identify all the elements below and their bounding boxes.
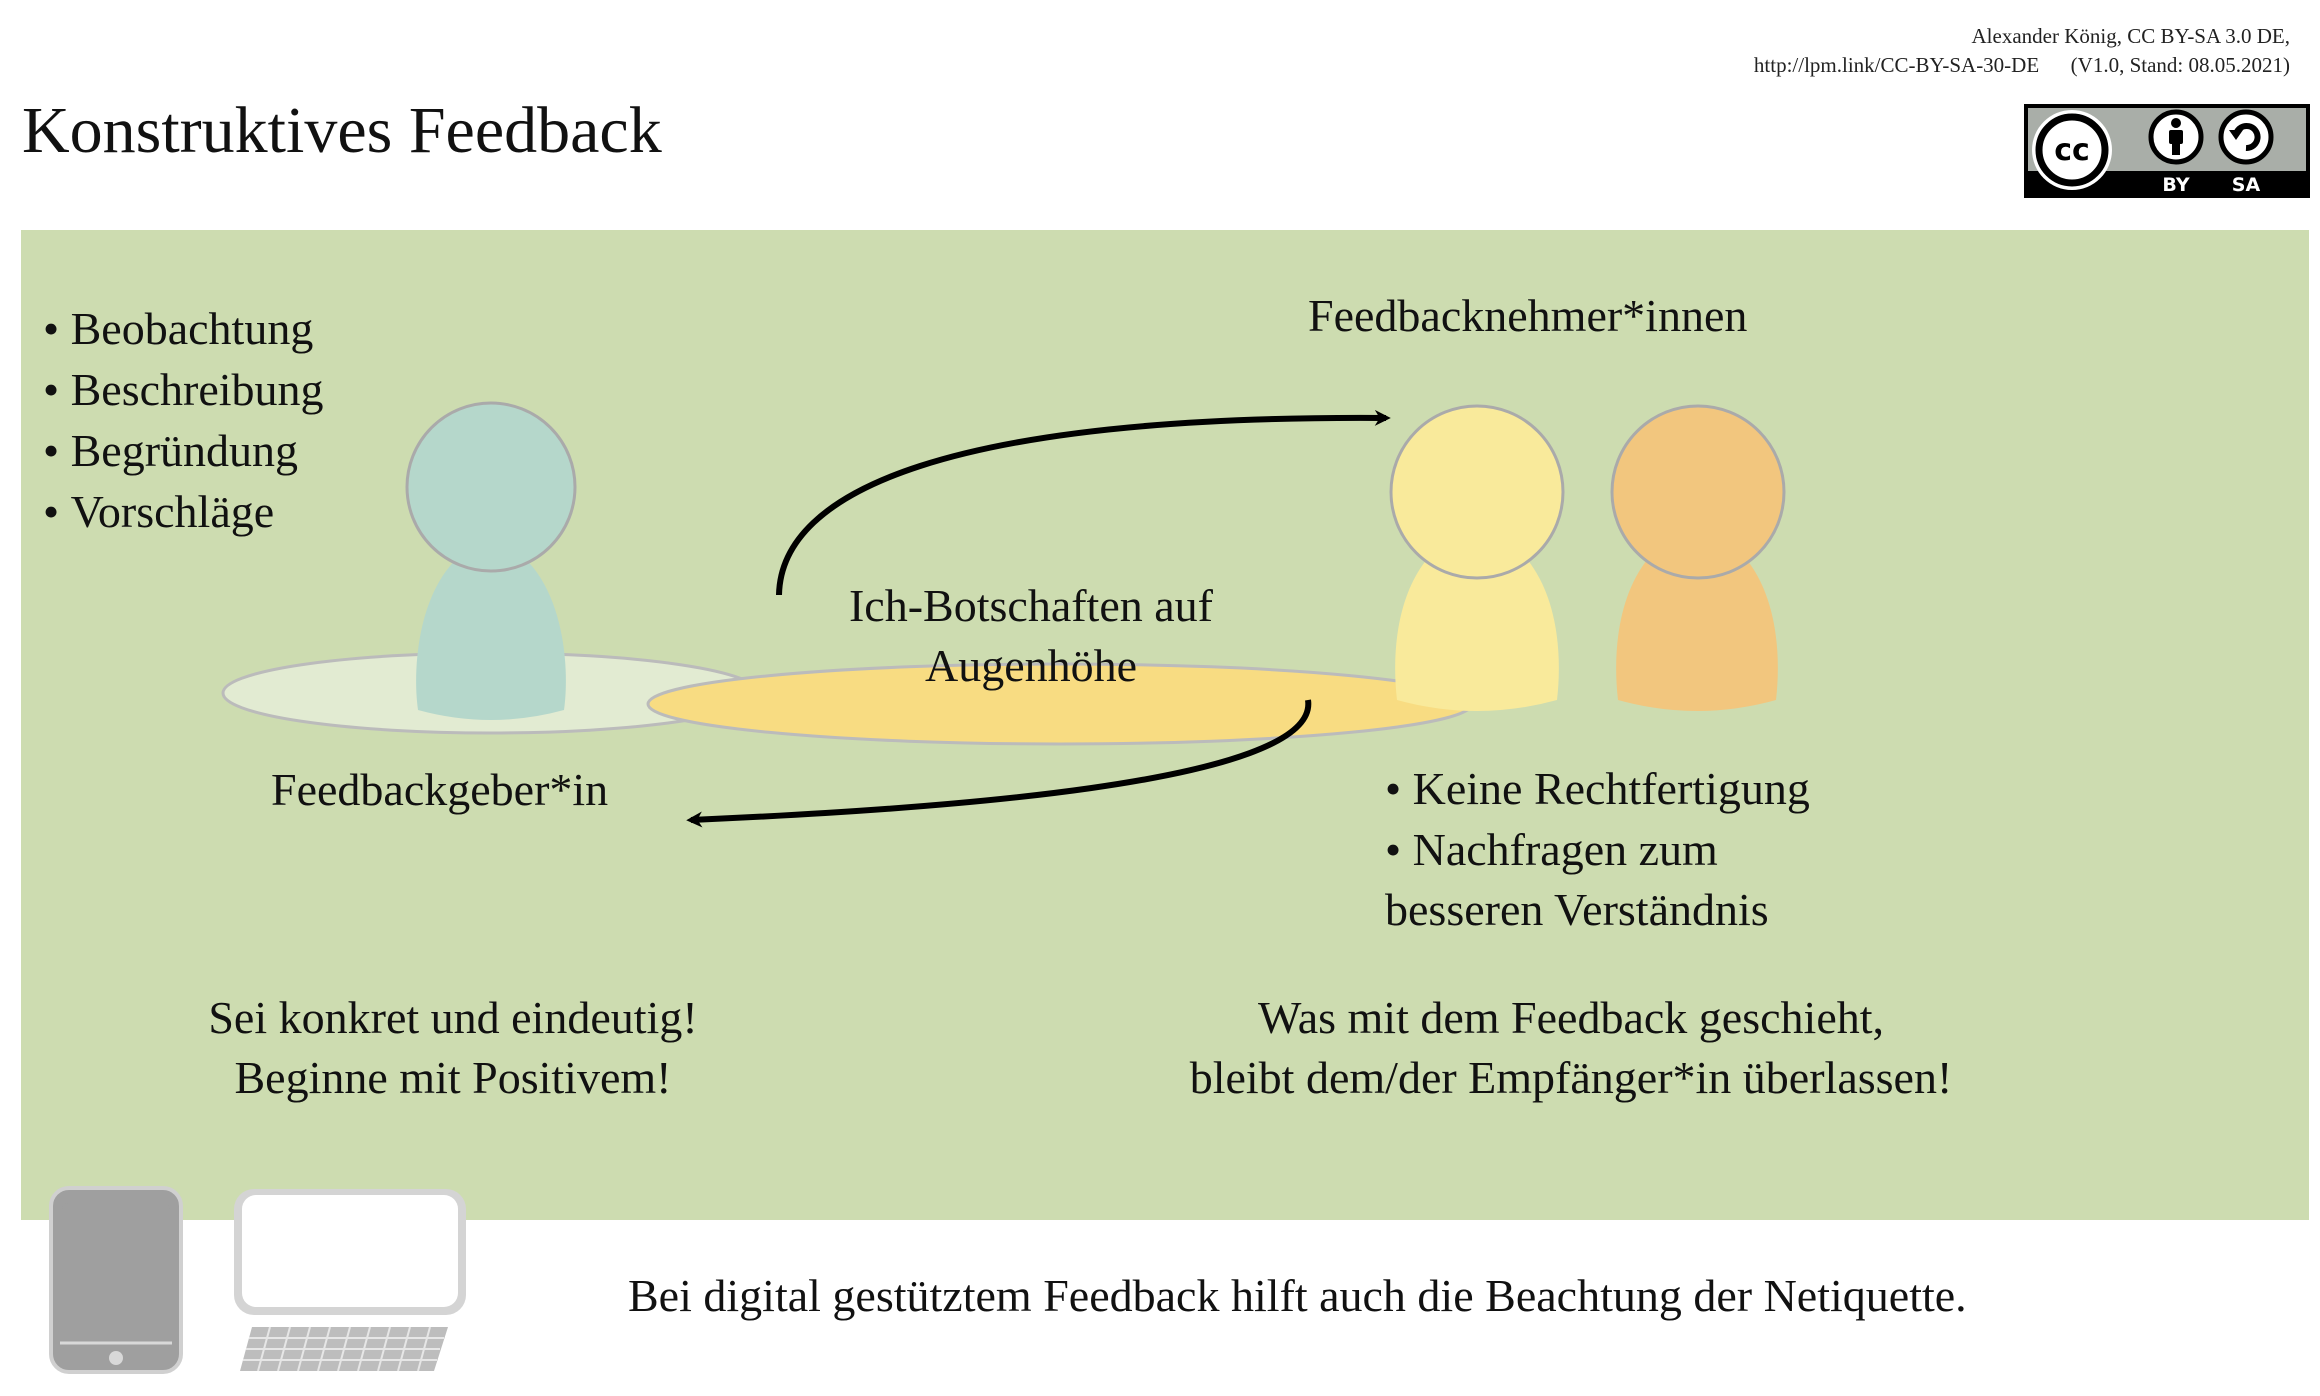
credit-line-2: http://lpm.link/CC-BY-SA-30-DE (V1.0, St… (1753, 53, 2290, 77)
badge-sa-label: SA (2232, 174, 2261, 196)
receiver-tip-continuation: besseren Verständnis (1385, 884, 1769, 935)
receiver-tips-list: Keine Rechtfertigung Nachfragen zum (1385, 758, 1810, 880)
license-credit: Alexander König, CC BY-SA 3.0 DE, http:/… (1590, 22, 2290, 80)
receivers-advice: Was mit dem Feedback geschieht, bleibt d… (1071, 988, 2071, 1108)
receiver-2-head (1610, 404, 1786, 580)
sa-share-alike-icon (2218, 109, 2274, 165)
receivers-advice-line-1: Was mit dem Feedback geschieht, (1257, 992, 1885, 1043)
receiver-tips: Keine Rechtfertigung Nachfragen zum bess… (1385, 758, 1810, 940)
giver-tip-item: Vorschläge (43, 481, 324, 542)
by-person-icon (2148, 109, 2204, 165)
giver-tip-item: Beobachtung (43, 298, 324, 359)
giver-body (416, 538, 566, 720)
receiver-1-head (1389, 404, 1565, 580)
receivers-advice-line-2: bleibt dem/der Empfänger*in überlassen! (1189, 1052, 1953, 1103)
receivers-figure (646, 404, 1786, 746)
arrow-to-receivers (776, 409, 1391, 596)
laptop-icon (234, 1189, 466, 1372)
giver-label: Feedbackgeber*in (271, 764, 609, 815)
giver-advice: Sei konkret und eindeutig! Beginne mit P… (113, 988, 793, 1108)
center-label: Ich-Botschaften auf Augenhöhe (781, 576, 1281, 696)
feedback-diagram-panel: Beobachtung Beschreibung Begründung Vors… (21, 230, 2309, 1220)
receiver-tip-item: Nachfragen zum (1385, 819, 1810, 880)
cc-by-sa-badge: cc BY SA (2024, 104, 2310, 198)
center-label-line-2: Augenhöhe (924, 640, 1138, 691)
giver-tip-item: Beschreibung (43, 359, 324, 420)
giver-tip-item: Begründung (43, 420, 324, 481)
cc-icon: cc (2032, 110, 2112, 190)
receiver-tip-item: Keine Rechtfertigung (1385, 758, 1810, 819)
receiver-1-body (1395, 525, 1559, 711)
center-label-line-1: Ich-Botschaften auf (848, 580, 1213, 631)
badge-by-label: BY (2162, 174, 2189, 196)
giver-advice-line-2: Beginne mit Positivem! (234, 1052, 672, 1103)
giver-advice-line-1: Sei konkret und eindeutig! (208, 992, 698, 1043)
svg-text:cc: cc (2054, 133, 2090, 168)
footer-note: Bei digital gestütztem Feedback hilft au… (628, 1270, 1967, 1321)
feedback-diagram (221, 401, 1786, 828)
credit-line-1: Alexander König, CC BY-SA 3.0 DE, (1971, 24, 2291, 48)
page-title: Konstruktives Feedback (22, 94, 662, 167)
receivers-label: Feedbacknehmer*innen (1308, 290, 1748, 341)
arrow-to-giver (686, 699, 1312, 828)
giver-tips-list: Beobachtung Beschreibung Begründung Vors… (43, 298, 324, 542)
receiver-2-body (1616, 525, 1778, 711)
tablet-icon (49, 1186, 183, 1374)
giver-figure (221, 401, 761, 735)
giver-head (405, 401, 577, 573)
